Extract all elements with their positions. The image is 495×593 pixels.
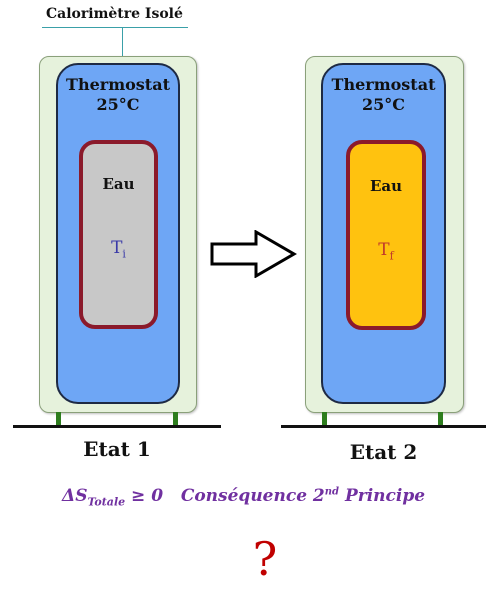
thermostat-temp-1: 25°C xyxy=(96,95,140,114)
consequence-superscript: nd xyxy=(324,486,340,498)
foot-right-2 xyxy=(438,412,443,425)
delta-s-subscript: Totale xyxy=(87,495,126,509)
thermostat-temp-2: 25°C xyxy=(362,95,405,114)
temperature-final: Tf xyxy=(350,240,422,262)
water-container-2 xyxy=(346,140,426,330)
principle-text: Principe xyxy=(339,486,426,506)
temp-symbol-1: T xyxy=(111,238,123,258)
foot-left-2 xyxy=(322,412,327,425)
thermostat-title-2: Thermostat xyxy=(331,75,436,94)
water-label-1: Eau xyxy=(102,175,135,193)
consequence-text: Conséquence 2 xyxy=(180,486,325,506)
foot-left-1 xyxy=(56,412,61,425)
temp-subscript-1: i xyxy=(122,247,126,261)
formula-relation: ≥ 0 xyxy=(125,486,164,506)
foot-right-1 xyxy=(173,412,178,425)
callout-underline xyxy=(42,27,188,28)
callout-leader-line xyxy=(122,27,123,57)
state-label-1: Etat 1 xyxy=(83,437,151,461)
ground-line-1 xyxy=(13,425,221,428)
transition-arrow-icon xyxy=(210,230,297,278)
temperature-initial: Ti xyxy=(83,238,154,260)
delta-s-symbol: ΔS xyxy=(62,486,88,506)
temp-symbol-2: T xyxy=(378,240,390,260)
calorimeter-label: Calorimètre Isolé xyxy=(46,6,183,22)
water-container-1 xyxy=(79,140,158,329)
ground-line-2 xyxy=(281,425,486,428)
entropy-formula: ΔSTotale ≥ 0 Conséquence 2nd Principe xyxy=(62,486,462,508)
water-label-2: Eau xyxy=(369,177,403,195)
thermostat-title-1: Thermostat xyxy=(66,75,170,94)
state-label-2: Etat 2 xyxy=(349,440,418,464)
question-mark: ? xyxy=(252,532,278,586)
temp-subscript-2: f xyxy=(389,249,394,263)
